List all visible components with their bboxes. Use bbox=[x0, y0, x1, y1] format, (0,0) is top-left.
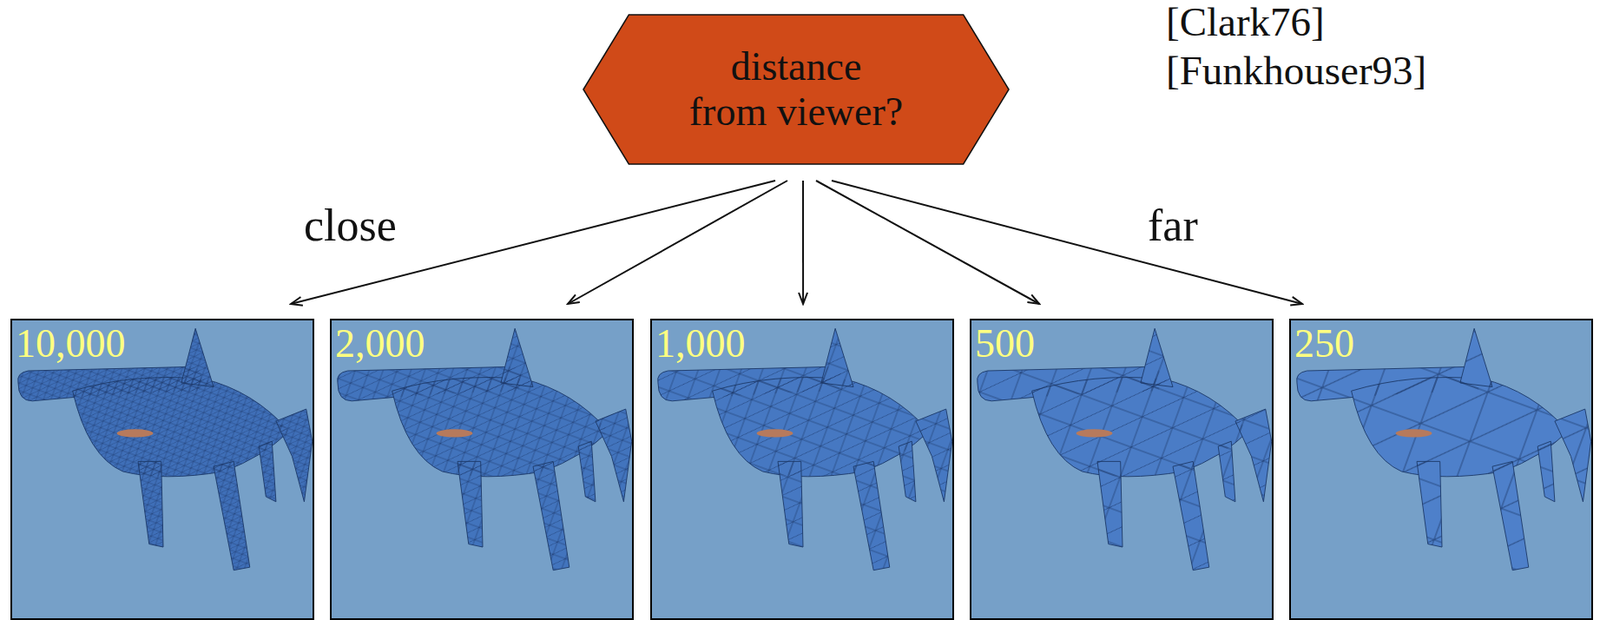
lod-panel: 1,000 bbox=[650, 318, 955, 620]
lod-panel: 2,000 bbox=[329, 318, 634, 620]
arrow-connector bbox=[567, 180, 788, 304]
arrow-connector bbox=[831, 180, 1303, 304]
polygon-count: 250 bbox=[1294, 322, 1355, 367]
decision-hexagon: distance from viewer? bbox=[581, 13, 1011, 165]
decision-text: distance from viewer? bbox=[652, 44, 940, 134]
hexagon-outline bbox=[583, 14, 1009, 165]
arrow-connector bbox=[290, 180, 776, 304]
citation: [Clark76] bbox=[1165, 0, 1325, 46]
polygon-count: 10,000 bbox=[15, 322, 126, 367]
range-label: far bbox=[1147, 199, 1199, 252]
lod-panel: 250 bbox=[1289, 318, 1594, 620]
arrow-connector bbox=[802, 180, 804, 304]
polygon-count: 2,000 bbox=[335, 322, 426, 367]
hexagon-shape bbox=[581, 13, 1011, 165]
lod-panel: 10,000 bbox=[10, 318, 315, 620]
arrow-connector bbox=[816, 180, 1040, 304]
citation: [Funkhouser93] bbox=[1165, 46, 1427, 94]
polygon-count: 500 bbox=[974, 322, 1035, 367]
polygon-count: 1,000 bbox=[655, 322, 746, 367]
lod-panel: 500 bbox=[969, 318, 1274, 620]
range-label: close bbox=[303, 199, 397, 252]
